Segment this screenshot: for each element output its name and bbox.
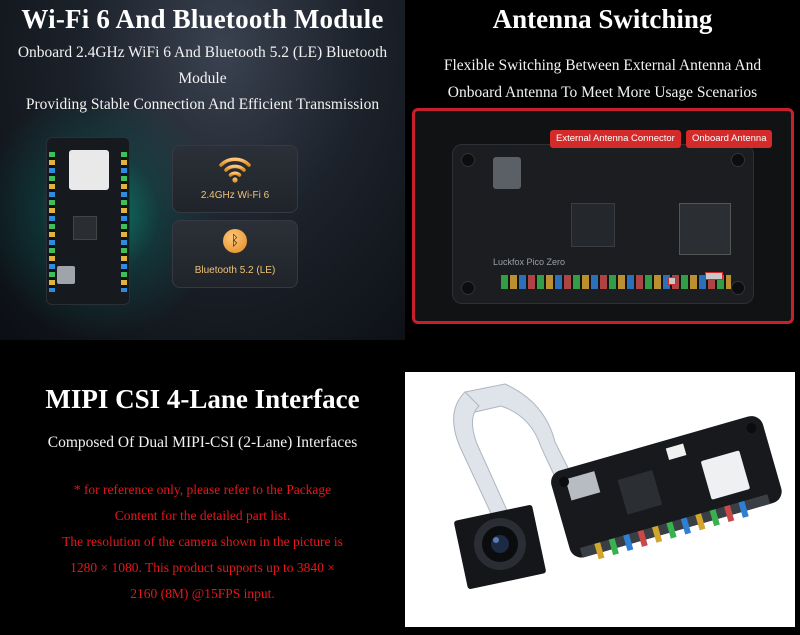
gpio-pins-right xyxy=(121,152,127,292)
antenna-switching-panel: Antenna Switching Flexible Switching Bet… xyxy=(405,0,800,340)
mipi-csi-panel: MIPI CSI 4-Lane Interface Composed Of Du… xyxy=(0,340,405,635)
product-photo xyxy=(453,383,782,589)
processor-chip xyxy=(571,203,615,247)
board-top-view: Luckfox Pico Zero xyxy=(452,144,754,304)
mounting-hole xyxy=(461,153,475,167)
gpio-pin-row xyxy=(501,275,731,289)
mounting-hole xyxy=(461,281,475,295)
mipi-panel-subtitle: Composed Of Dual MIPI-CSI (2-Lane) Inter… xyxy=(47,434,358,451)
gpio-pins-left xyxy=(49,152,55,292)
wifi-feature-card: 2.4GHz Wi-Fi 6 xyxy=(172,145,298,213)
usb-c-port xyxy=(493,157,521,189)
soc-chip xyxy=(73,216,97,240)
wifi-panel-title: Wi-Fi 6 And Bluetooth Module xyxy=(21,4,384,34)
wireless-chip xyxy=(679,203,731,255)
bluetooth-card-label: Bluetooth 5.2 (LE) xyxy=(194,265,276,276)
bluetooth-feature-card: ᛒ Bluetooth 5.2 (LE) xyxy=(172,220,298,288)
mounting-hole xyxy=(731,153,745,167)
wifi-panel-subtitle: Onboard 2.4GHz WiFi 6 And Bluetooth 5.2 … xyxy=(17,44,388,113)
external-antenna-connector xyxy=(668,277,676,285)
mipi-panel-title: MIPI CSI 4-Lane Interface xyxy=(45,384,360,414)
board-name-label: Luckfox Pico Zero xyxy=(493,257,566,267)
board-image xyxy=(46,137,130,305)
onboard-antenna xyxy=(705,272,723,280)
wifi-module-chip xyxy=(69,150,109,190)
usb-connector xyxy=(57,266,75,284)
reference-note: * for reference only, please refer to th… xyxy=(62,482,343,601)
wifi-icon xyxy=(219,157,251,183)
wifi-bluetooth-panel: Wi-Fi 6 And Bluetooth Module Onboard 2.4… xyxy=(0,0,405,340)
mounting-hole xyxy=(731,281,745,295)
antenna-panel-title: Antenna Switching xyxy=(492,4,713,34)
camera-board-photo xyxy=(405,372,795,627)
antenna-diagram-frame: Luckfox Pico Zero External Antenna Conne… xyxy=(412,108,794,324)
wifi-card-label: 2.4GHz Wi-Fi 6 xyxy=(200,190,270,201)
external-antenna-tag: External Antenna Connector xyxy=(550,130,681,148)
antenna-panel-subtitle: Flexible Switching Between External Ante… xyxy=(443,57,762,101)
bluetooth-icon: ᛒ xyxy=(223,229,247,253)
onboard-antenna-tag: Onboard Antenna xyxy=(686,130,773,148)
